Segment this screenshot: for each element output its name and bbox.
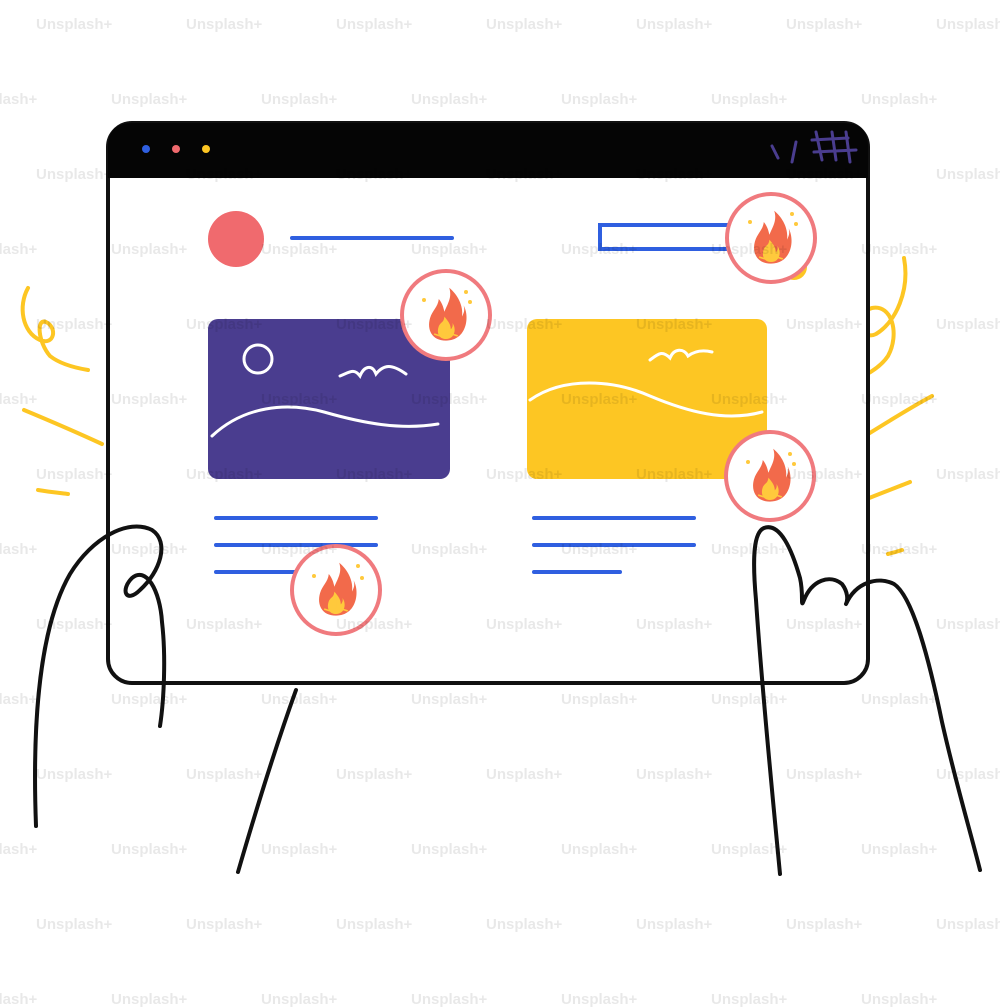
right-text-lines (532, 516, 696, 574)
window-titlebar (108, 123, 868, 178)
left-hand (33, 524, 167, 828)
window-dot-red[interactable] (172, 145, 180, 153)
fire-badge[interactable] (290, 544, 382, 636)
hill-line (528, 381, 764, 418)
sun-icon (242, 343, 274, 375)
window-dot-yellow[interactable] (202, 145, 210, 153)
hill-line (210, 405, 440, 438)
fire-badge[interactable] (725, 192, 817, 284)
fire-badge[interactable] (724, 430, 816, 522)
avatar (208, 211, 264, 267)
right-hand (752, 525, 982, 876)
titlebar-doodle (770, 130, 858, 164)
right-card-image[interactable] (527, 319, 767, 479)
motion-scribbles-left (20, 286, 104, 496)
bird-icon (338, 365, 408, 380)
tablet-stand-line (236, 688, 298, 874)
left-text-lines (214, 516, 378, 574)
window-dot-blue[interactable] (142, 145, 150, 153)
window-controls (142, 145, 210, 153)
left-card-image[interactable] (208, 319, 450, 479)
bird-icon (648, 348, 714, 362)
fire-badge[interactable] (400, 269, 492, 361)
